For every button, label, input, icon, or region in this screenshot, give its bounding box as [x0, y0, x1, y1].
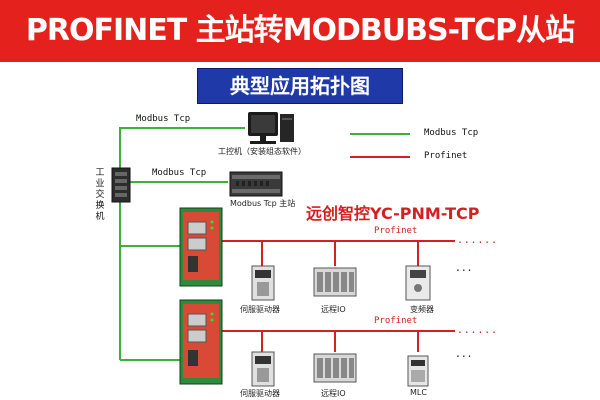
modbus-link-label-2: Modbus Tcp — [152, 168, 207, 178]
industrial-switch-icon — [111, 167, 131, 203]
device-label-io-2: 远程IO — [321, 389, 346, 398]
modbus-master-plc-icon — [229, 171, 283, 197]
ipc-label: 工控机（安装组态软件） — [218, 147, 306, 156]
device-label-io-1: 远程IO — [321, 305, 346, 314]
more-devices-2: ... — [456, 346, 474, 360]
modbus-line-ipc — [119, 127, 245, 180]
servo-drive-icon-1 — [251, 265, 275, 301]
modbus-link-label-1: Modbus Tcp — [136, 114, 191, 124]
product-name: 远创智控YC-PNM-TCP — [306, 204, 480, 223]
device-label-vfd-1: 变频器 — [410, 305, 434, 314]
legend-label-modbus: Modbus Tcp — [424, 128, 479, 138]
remote-io-icon-1 — [313, 267, 357, 297]
legend-label-profinet: Profinet — [424, 151, 468, 161]
device-label-servo-1: 伺服驱动器 — [240, 305, 280, 314]
servo-drive-icon-2 — [251, 351, 275, 387]
industrial-pc-icon — [248, 112, 294, 144]
more-devices-1: ... — [456, 260, 474, 274]
page-title: PROFINET 主站转MODBUBS-TCP从站 — [0, 0, 600, 62]
diagram-subtitle: 典型应用拓扑图 — [230, 74, 370, 98]
remote-io-icon-2 — [313, 353, 357, 383]
profinet-continuation-2: ...... — [458, 322, 499, 336]
gateway-icon-2 — [179, 299, 223, 385]
device-label-servo-2: 伺服驱动器 — [240, 389, 280, 398]
device-label-mlc-2: MLC — [410, 388, 427, 397]
inverter-icon-1 — [405, 265, 431, 301]
modbus-master-label: Modbus Tcp 主站 — [230, 199, 296, 208]
gateway-icon-1 — [179, 207, 223, 287]
subtitle-box: 典型应用拓扑图 — [197, 68, 403, 104]
profinet-label-1: Profinet — [374, 226, 418, 236]
profinet-continuation-1: ...... — [458, 232, 499, 246]
switch-label: 工业交换机 — [95, 168, 105, 222]
profinet-label-2: Profinet — [374, 316, 418, 326]
mlc-icon-2 — [407, 355, 429, 387]
